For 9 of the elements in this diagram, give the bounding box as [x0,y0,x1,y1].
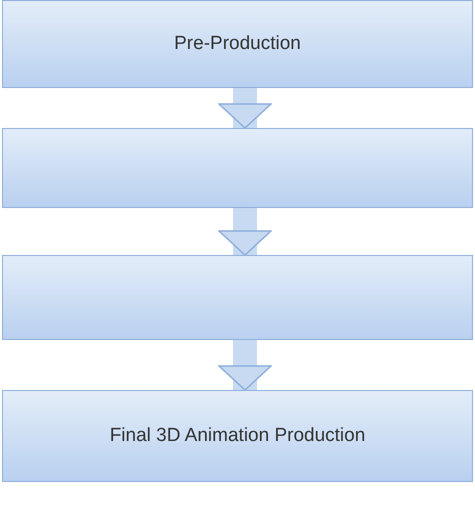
step-box [2,0,473,88]
step-label: Pre-Production [174,33,301,55]
empty-step-box [2,128,473,208]
block-arrow [218,340,272,391]
block-arrow [218,208,272,256]
step-box [2,390,473,482]
empty-step-box [2,255,473,340]
block-arrow [218,88,272,129]
step-label: Final 3D Animation Production [110,425,366,447]
